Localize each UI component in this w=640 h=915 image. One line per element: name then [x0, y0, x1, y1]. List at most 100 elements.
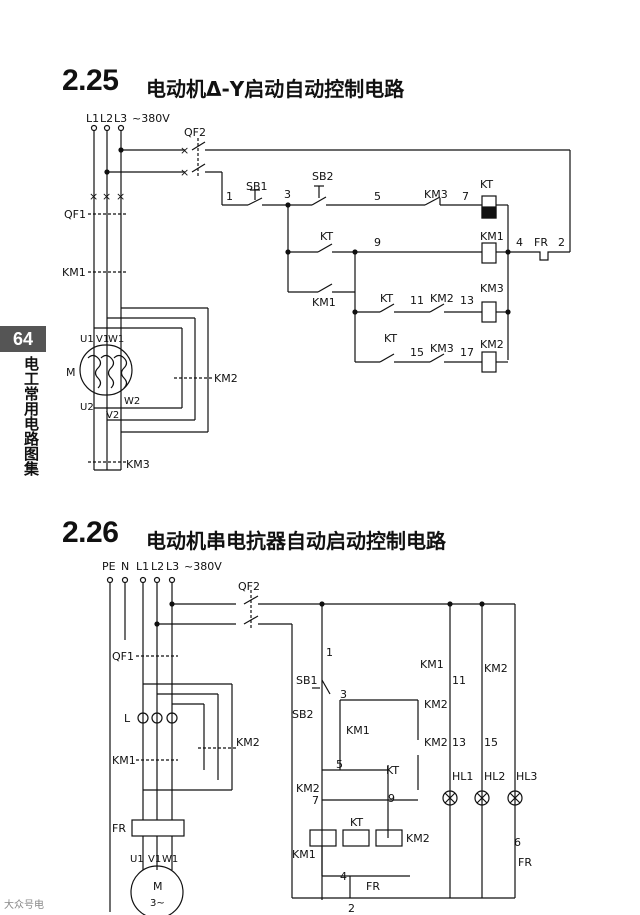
label-motor-b: M [153, 880, 163, 893]
label-motor: M [66, 366, 76, 379]
label-km1-ind: KM1 [420, 658, 444, 671]
label-v1-b: V1 [148, 854, 161, 865]
label-fr-contact-b: FR [366, 880, 380, 893]
label-km2-ind: KM2 [484, 662, 508, 675]
label-l2-b: L2 [151, 560, 164, 573]
node-11: 11 [410, 294, 424, 307]
node-13: 13 [460, 294, 474, 307]
label-w1: W1 [108, 334, 124, 345]
section-225-number: 2.25 [62, 64, 119, 97]
node-4: 4 [516, 236, 523, 249]
node-3: 3 [284, 188, 291, 201]
label-l2: L2 [100, 112, 113, 125]
label-km2-hold-b: KM2 [424, 736, 448, 749]
label-sb2: SB2 [312, 170, 334, 183]
node-b-3: 3 [340, 688, 347, 701]
node-b-11: 11 [452, 674, 466, 687]
label-km2-nc-b: KM2 [296, 782, 320, 795]
labels-226: PE N L1 L2 L3 ~380V QF2 QF1 L KM1 KM2 FR… [102, 560, 537, 915]
label-km3-main: KM3 [126, 458, 150, 471]
node-b-6: 6 [514, 836, 521, 849]
node-b-7: 7 [312, 794, 319, 807]
label-hl1: HL1 [452, 770, 473, 783]
label-l3-b: L3 [166, 560, 179, 573]
terminal-l3 [117, 124, 125, 132]
label-hl2: HL2 [484, 770, 505, 783]
diagram-226 [106, 576, 523, 915]
node-b-1: 1 [326, 646, 333, 659]
label-sb2-b: SB2 [292, 708, 314, 721]
label-qf2: QF2 [184, 126, 206, 139]
node-b-9: 9 [388, 792, 395, 805]
section-225-title: 电动机Δ-Y启动自动控制电路 [146, 77, 405, 101]
label-l1: L1 [86, 112, 99, 125]
node-b-4: 4 [340, 870, 347, 883]
svg-text:×: × [180, 166, 189, 179]
label-km1-main-b: KM1 [112, 754, 136, 767]
label-phase: 3~ [150, 898, 165, 909]
label-km1-coil: KM1 [480, 230, 504, 243]
label-km2-coil-b: KM2 [406, 832, 430, 845]
label-qf1-b: QF1 [112, 650, 134, 663]
node-9: 9 [374, 236, 381, 249]
node-b-13: 13 [452, 736, 466, 749]
node-b-15: 15 [484, 736, 498, 749]
label-v2: V2 [106, 410, 119, 421]
label-kt-nc2: KT [384, 332, 397, 345]
label-w1-b: W1 [162, 854, 178, 865]
label-sb1-b: SB1 [296, 674, 318, 687]
label-hl3: HL3 [516, 770, 537, 783]
label-qf1: QF1 [64, 208, 86, 221]
svg-text:×: × [89, 190, 98, 203]
watermark: 大众号电 [4, 900, 44, 911]
label-v1: V1 [96, 334, 109, 345]
label-sb1: SB1 [246, 180, 268, 193]
label-kt-nc: KT [320, 230, 333, 243]
node-b-2: 2 [348, 902, 355, 915]
label-u1: U1 [80, 334, 94, 345]
label-km2-nc: KM2 [430, 292, 454, 305]
label-u1-b: U1 [130, 854, 144, 865]
diagram-225: × × [79, 124, 571, 471]
svg-text:×: × [102, 190, 111, 203]
node-2: 2 [558, 236, 565, 249]
label-u2: U2 [80, 402, 94, 413]
label-kt-no: KT [380, 292, 393, 305]
node-17: 17 [460, 346, 474, 359]
label-km3-nc: KM3 [424, 188, 448, 201]
label-fr: FR [534, 236, 548, 249]
label-km2-ind2: KM2 [424, 698, 448, 711]
label-n: N [121, 560, 129, 573]
label-km3-coil: KM3 [480, 282, 504, 295]
label-l1-b: L1 [136, 560, 149, 573]
label-km1-coil-b: KM1 [292, 848, 316, 861]
label-voltage: ~380V [132, 112, 170, 125]
book-title-vertical: 电工常用电路图集 [22, 356, 40, 476]
node-5: 5 [374, 190, 381, 203]
label-km2-main-b: KM2 [236, 736, 260, 749]
svg-text:×: × [180, 144, 189, 157]
label-kt-no-b: KT [386, 764, 399, 777]
node-1: 1 [226, 190, 233, 203]
section-226-title: 电动机串电抗器自动启动控制电路 [146, 529, 446, 553]
label-km2-main: KM2 [214, 372, 238, 385]
svg-text:×: × [116, 190, 125, 203]
label-kt-coil: KT [480, 178, 493, 191]
node-b-5: 5 [336, 758, 343, 771]
label-fr-b: FR [112, 822, 126, 835]
label-km1-hold-b: KM1 [346, 724, 370, 737]
label-km2-coil: KM2 [480, 338, 504, 351]
label-km1-hold: KM1 [312, 296, 336, 309]
label-kt-coil-b: KT [350, 816, 363, 829]
label-pe: PE [102, 560, 116, 573]
label-qf2-b: QF2 [238, 580, 260, 593]
label-fr-ind: FR [518, 856, 532, 869]
page-number-tab: 64 [0, 326, 46, 352]
terminal-l1 [90, 124, 98, 132]
label-km3-nc2: KM3 [430, 342, 454, 355]
terminal-l2 [103, 124, 111, 132]
node-7: 7 [462, 190, 469, 203]
node-15: 15 [410, 346, 424, 359]
section-226-number: 2.26 [62, 516, 119, 549]
